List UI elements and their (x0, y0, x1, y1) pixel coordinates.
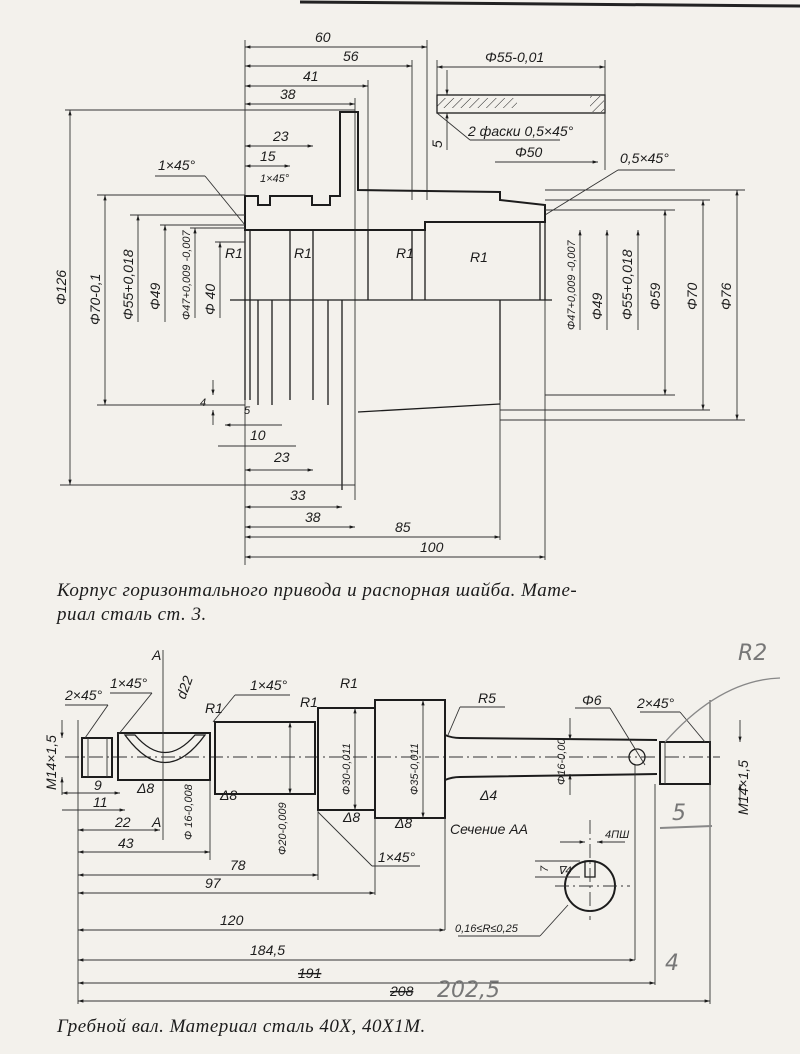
dia-40: Φ 40 (202, 284, 218, 315)
dim-85: 85 (395, 519, 411, 535)
radius-r1-c: R1 (396, 245, 414, 261)
radius-r1-d: R1 (470, 249, 488, 265)
keyway-depth-7: 7 (539, 865, 551, 872)
roughness-8-b: Δ8 (219, 787, 237, 803)
dia-49-left: Φ49 (147, 282, 163, 310)
dia-16-tol-groove: Φ 16-0,008 (183, 783, 195, 840)
section-aa-label: Сечение АА (450, 821, 528, 837)
handwritten-5: 5 (672, 801, 686, 826)
dia-70: Φ70 (684, 282, 700, 310)
chamfer-1x45-collar: 1×45° (378, 849, 416, 865)
spacer-washer: Φ55-0,01 5 2 фаски 0,5×45° Φ50 (429, 49, 606, 170)
roughness-4: Δ4 (479, 787, 497, 803)
housing-caption-line2: риал сталь ст. 3. (55, 604, 207, 625)
dim-10: 10 (250, 427, 266, 443)
housing-drawing: 60 56 41 38 23 15 1×45° 1×45° 0,5×45° (53, 29, 745, 565)
dim-5: 5 (244, 405, 251, 417)
radius-r1-a: R1 (225, 245, 243, 261)
dim-78: 78 (230, 857, 246, 873)
handwritten-r2: R2 (738, 641, 767, 666)
handwritten-4: 4 (665, 951, 679, 976)
washer-dia-55: Φ55-0,01 (485, 49, 544, 65)
radius-r1-b: R1 (294, 245, 312, 261)
chamfer-2x45-right: 2×45° (636, 695, 675, 711)
dia-126: Φ126 (53, 270, 69, 305)
dim-56: 56 (343, 48, 359, 64)
dia-20-tol: Φ20-0,009 (277, 802, 289, 855)
dia-16-tol: Φ16-0,00 (556, 738, 568, 785)
washer-dia-50: Φ50 (515, 144, 543, 160)
chamfer-1x45-mid: 1×45° (250, 677, 288, 693)
dia-49-right: Φ49 (589, 292, 605, 320)
dia-47-tol-left: Φ47+0,009 -0,007 (181, 229, 193, 320)
dim-43: 43 (118, 835, 134, 851)
dim-41: 41 (303, 68, 319, 84)
roughness-8-a: Δ8 (136, 780, 154, 796)
chamfer-0-5x45: 0,5×45° (620, 150, 669, 166)
radius-r5: R5 (478, 690, 496, 706)
chamfer-1x45-inner: 1×45° (260, 173, 290, 185)
dim-23-bottom: 23 (273, 449, 290, 465)
keyway-4psh: 4ПШ (605, 829, 630, 841)
dia-59: Φ59 (647, 282, 663, 310)
washer-chamfer-note: 2 фаски 0,5×45° (467, 123, 574, 139)
roughness-4-keyway: ∇4 (558, 865, 571, 877)
dim-4: 4 (200, 397, 206, 409)
housing-caption-line1: Корпус горизонтального привода и распорн… (56, 580, 577, 601)
dia-30-tol: Φ30-0,011 (341, 743, 353, 795)
dim-191-struck: 191 (298, 965, 321, 981)
thread-m14-left: M14×1,5 (43, 735, 59, 790)
chamfer-1x45-groove: 1×45° (110, 675, 148, 691)
dia-70-tol: Φ70-0,1 (87, 274, 103, 325)
handwritten-total-202-5: 202,5 (437, 978, 500, 1003)
dia-55-tol-left: Φ55+0,018 (120, 249, 136, 320)
dia-55-tol-right: Φ55+0,018 (619, 249, 635, 320)
chamfer-2x45-left: 2×45° (64, 687, 103, 703)
chamfer-1x45-left: 1×45° (158, 157, 196, 173)
dim-9: 9 (94, 777, 102, 793)
dim-11: 11 (93, 794, 108, 810)
housing-section-hatched (244, 111, 546, 231)
section-aa (535, 820, 630, 920)
radius-r1-c: R1 (340, 675, 358, 691)
groove-d22: d22 (173, 673, 196, 701)
dim-120: 120 (220, 912, 244, 928)
dim-97: 97 (205, 875, 222, 891)
dim-184-5: 184,5 (250, 942, 285, 958)
washer-thickness-5: 5 (429, 140, 445, 148)
dia-35-tol: Φ35-0,011 (409, 743, 421, 795)
page-top-rule (299, 0, 800, 8)
dim-100: 100 (420, 539, 444, 555)
dim-208-struck: 208 (389, 983, 414, 999)
dim-38-bottom: 38 (305, 509, 321, 525)
roughness-8-d: Δ8 (394, 815, 412, 831)
shaft-caption: Гребной вал. Материал сталь 40Х, 40Х1М. (56, 1016, 426, 1037)
dim-22: 22 (114, 814, 131, 830)
dim-33: 33 (290, 487, 306, 503)
section-mark-a-bottom: A (151, 814, 161, 830)
dim-23: 23 (272, 128, 289, 144)
shaft-drawing: 2×45° 1×45° A d22 R1 1×45° R1 R1 R5 Φ6 2… (43, 641, 781, 1004)
dia-47-tol-right: Φ47+0,009 -0,007 (566, 239, 578, 330)
dim-60: 60 (315, 29, 331, 45)
dia-76: Φ76 (718, 282, 734, 310)
roughness-8-c: Δ8 (342, 809, 360, 825)
thread-m14-right: M14×1,5 (735, 760, 751, 815)
section-mark-a-top: A (151, 647, 161, 663)
fillet-radius-range: 0,16≤R≤0,25 (455, 923, 519, 935)
dim-15: 15 (260, 148, 276, 164)
dim-38: 38 (280, 86, 296, 102)
radius-r1-a: R1 (205, 700, 223, 716)
hole-dia-6: Φ6 (582, 692, 602, 708)
radius-r1-b: R1 (300, 694, 318, 710)
